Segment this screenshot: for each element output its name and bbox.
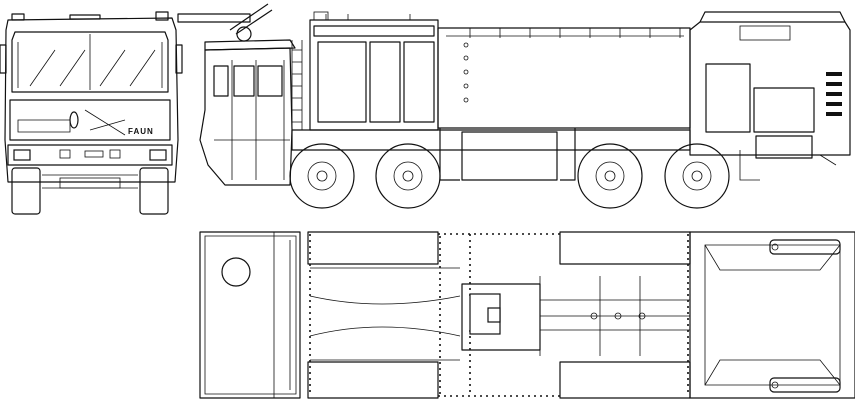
brand-lettering: FAUN bbox=[128, 127, 154, 136]
top-view bbox=[199, 231, 855, 399]
side-wheels bbox=[289, 143, 730, 209]
front-view: FAUN bbox=[0, 11, 183, 215]
side-view bbox=[177, 3, 851, 209]
